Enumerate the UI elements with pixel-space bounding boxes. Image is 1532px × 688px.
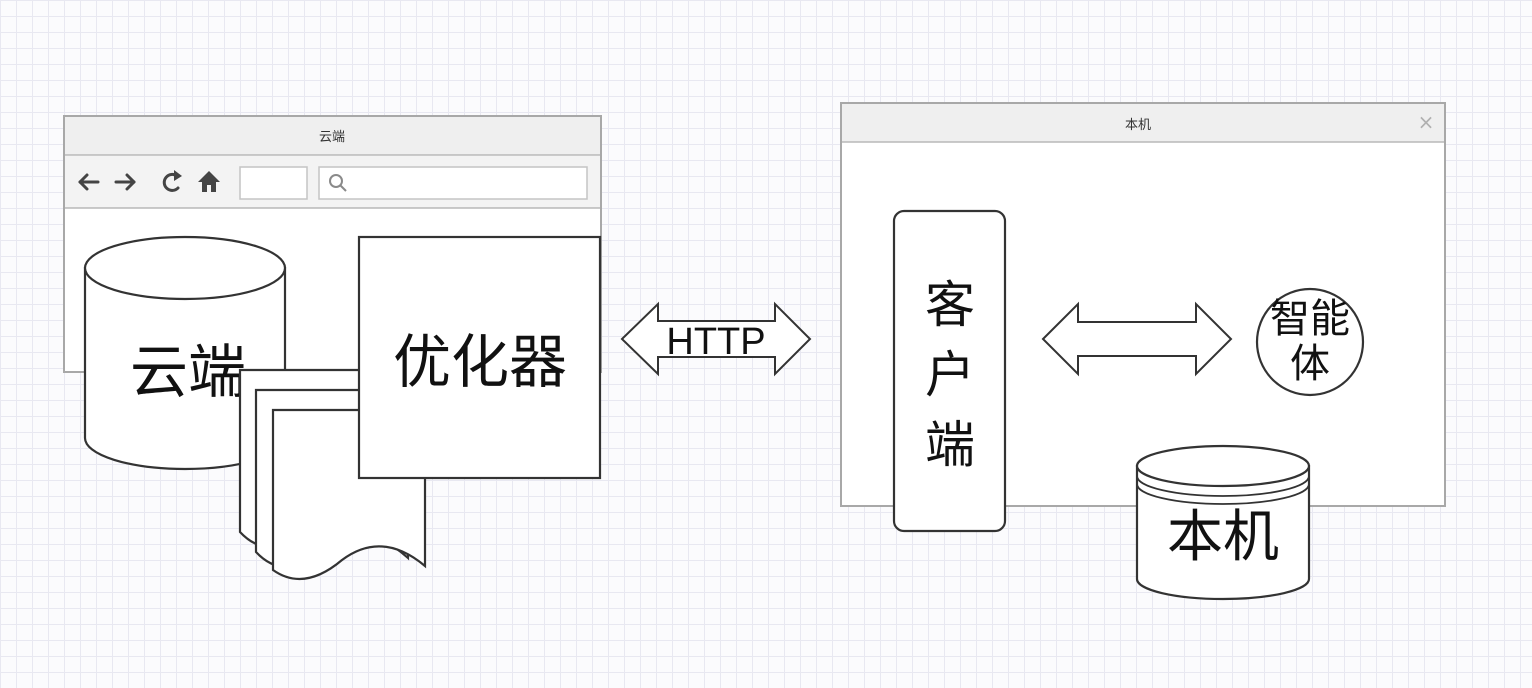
address-field[interactable] xyxy=(239,166,308,200)
arrow-left-icon[interactable] xyxy=(78,173,100,191)
cloud-database-label: 云端 xyxy=(130,338,246,406)
search-icon xyxy=(329,174,347,192)
optimizer-box: 优化器 xyxy=(357,235,602,480)
home-icon[interactable] xyxy=(198,171,220,192)
client-agent-double-arrow xyxy=(1041,301,1233,377)
client-label-char-1: 客 xyxy=(925,276,975,334)
local-database: 本机 xyxy=(1135,444,1311,601)
cloud-window-title: 云端 xyxy=(319,130,345,145)
local-database-label: 本机 xyxy=(1167,505,1279,570)
arrow-right-icon[interactable] xyxy=(114,173,136,191)
search-field[interactable] xyxy=(318,166,588,200)
client-label-char-3: 端 xyxy=(925,416,975,474)
local-window-titlebar xyxy=(842,104,1444,142)
local-window-title: 本机 xyxy=(1125,118,1151,133)
client-box: 客 户 端 xyxy=(892,209,1007,533)
http-label: HTTP xyxy=(666,321,765,363)
cloud-window-titlebar xyxy=(65,117,600,155)
client-label-char-2: 户 xyxy=(925,346,975,404)
optimizer-label: 优化器 xyxy=(393,328,567,396)
agent-label-line-1: 智能 xyxy=(1270,296,1350,342)
close-icon[interactable]: × xyxy=(1418,110,1435,134)
agent-label-line-2: 体 xyxy=(1290,341,1330,387)
refresh-icon[interactable] xyxy=(162,170,182,192)
http-double-arrow: HTTP xyxy=(620,301,812,377)
agent-circle: 智能 体 xyxy=(1255,287,1365,397)
cloud-database: 云端 xyxy=(83,235,287,471)
